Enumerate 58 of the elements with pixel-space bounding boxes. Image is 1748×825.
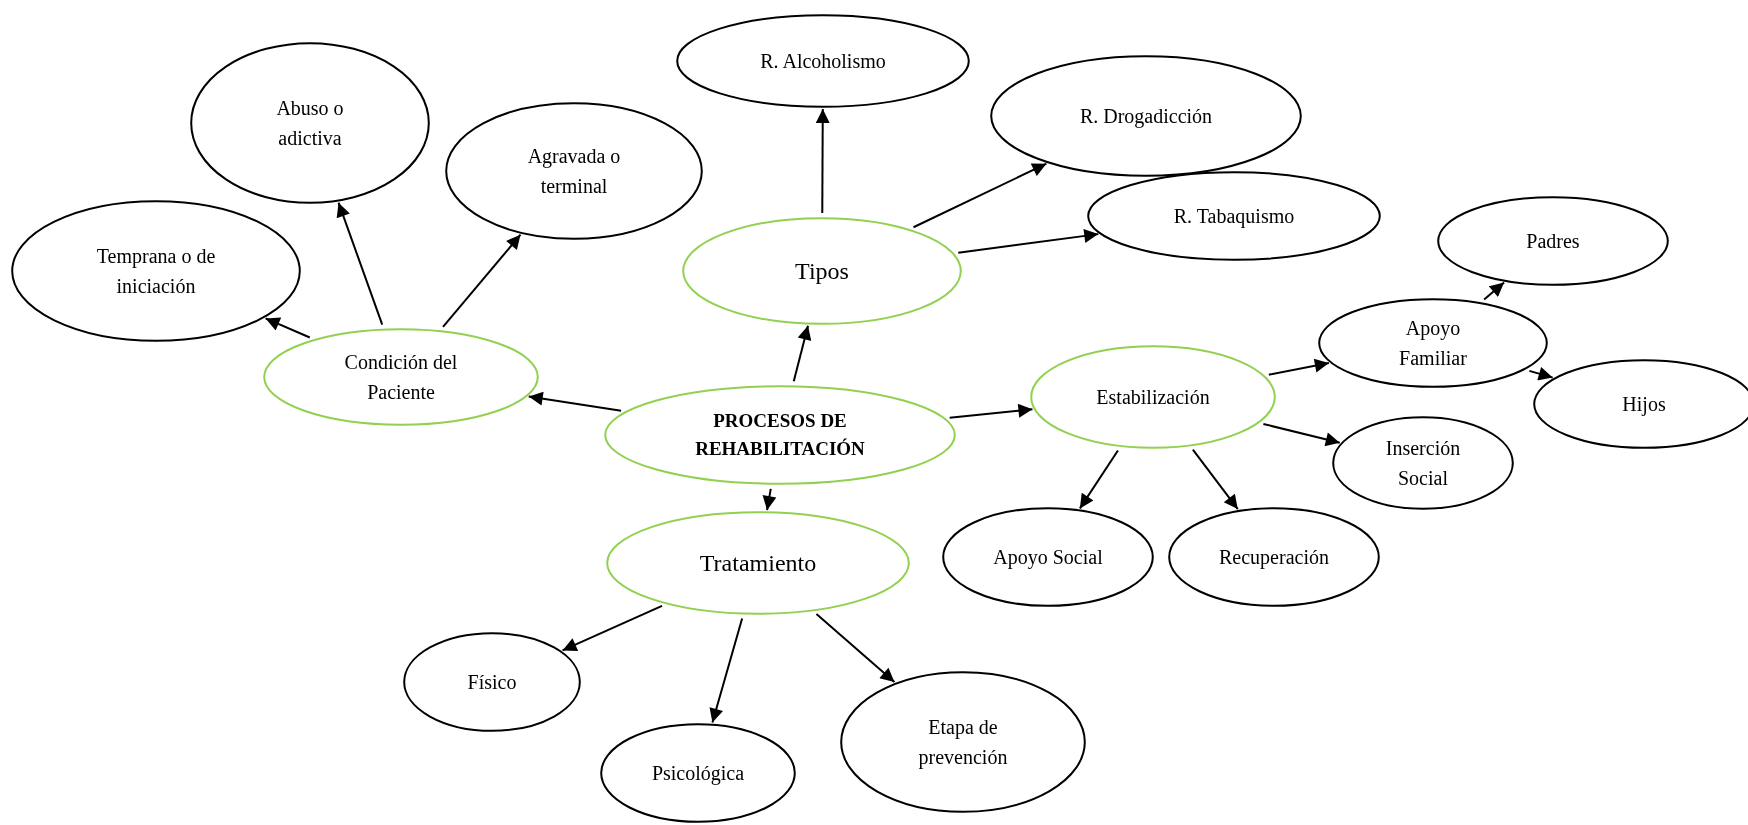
concept-ellipse (990, 55, 1302, 177)
concept-ellipse (403, 632, 581, 732)
concept-ellipse (1168, 507, 1380, 607)
node-label: Apoyo Familiar (1398, 316, 1468, 371)
node-label: Condición del Paciente (343, 350, 459, 405)
arrow (709, 617, 744, 724)
arrow (1262, 423, 1341, 447)
node-label: Padres (1526, 229, 1580, 254)
node-label: Abuso o adictiva (275, 96, 345, 151)
concept-ellipse (190, 42, 430, 204)
node-label: Recuperación (1219, 545, 1329, 571)
concept-ellipse (682, 217, 962, 325)
concept-ellipse (11, 200, 301, 342)
concept-ellipse (676, 14, 970, 108)
node-label: Temprana o de iniciación (95, 244, 217, 299)
node-label: R. Alcoholismo (760, 49, 886, 74)
concept-ellipse (942, 507, 1154, 607)
concept-ellipse (604, 385, 956, 485)
arrow (1078, 449, 1119, 510)
concept-ellipse (1087, 171, 1381, 261)
arrow (762, 487, 777, 512)
node-label: Hijos (1622, 392, 1666, 418)
arrow (561, 604, 663, 652)
arrow (1483, 281, 1506, 301)
node-label: Físico (467, 670, 517, 695)
arrow (912, 162, 1048, 229)
arrow (948, 403, 1034, 419)
concept-ellipse (600, 723, 796, 823)
arrow (527, 391, 623, 412)
node-label: Tratamiento (699, 549, 817, 578)
arrow (792, 324, 812, 383)
node-label: Inserción Social (1384, 436, 1462, 491)
arrow (1267, 358, 1330, 376)
concept-ellipse (1318, 298, 1548, 388)
concept-ellipse (1030, 345, 1276, 449)
concept-ellipse (606, 511, 910, 615)
node-label: Apoyo Social (993, 545, 1103, 571)
arrow (957, 229, 1100, 254)
arrow (815, 108, 830, 214)
concept-ellipse (263, 328, 539, 426)
node-label: Tipos (795, 257, 849, 286)
arrow (815, 613, 896, 684)
title-text: PROCESOS DE REHABILITACIÓN (694, 408, 866, 461)
arrow (1528, 367, 1554, 381)
arrow (336, 201, 384, 326)
node-label: R. Tabaquismo (1173, 204, 1295, 230)
node-label: Estabilización (1096, 385, 1210, 410)
arrow (264, 317, 311, 339)
concept-ellipse (445, 102, 703, 240)
concept-ellipse (1437, 196, 1669, 286)
node-label: Etapa de prevención (917, 715, 1009, 771)
concept-ellipse (1332, 416, 1514, 510)
concept-ellipse (840, 671, 1086, 813)
node-label: Psicológica (651, 761, 745, 787)
arrow (442, 233, 522, 328)
node-label: Agravada o terminal (526, 144, 622, 199)
arrow (1191, 448, 1239, 511)
node-label: R. Drogadicción (1079, 104, 1213, 130)
